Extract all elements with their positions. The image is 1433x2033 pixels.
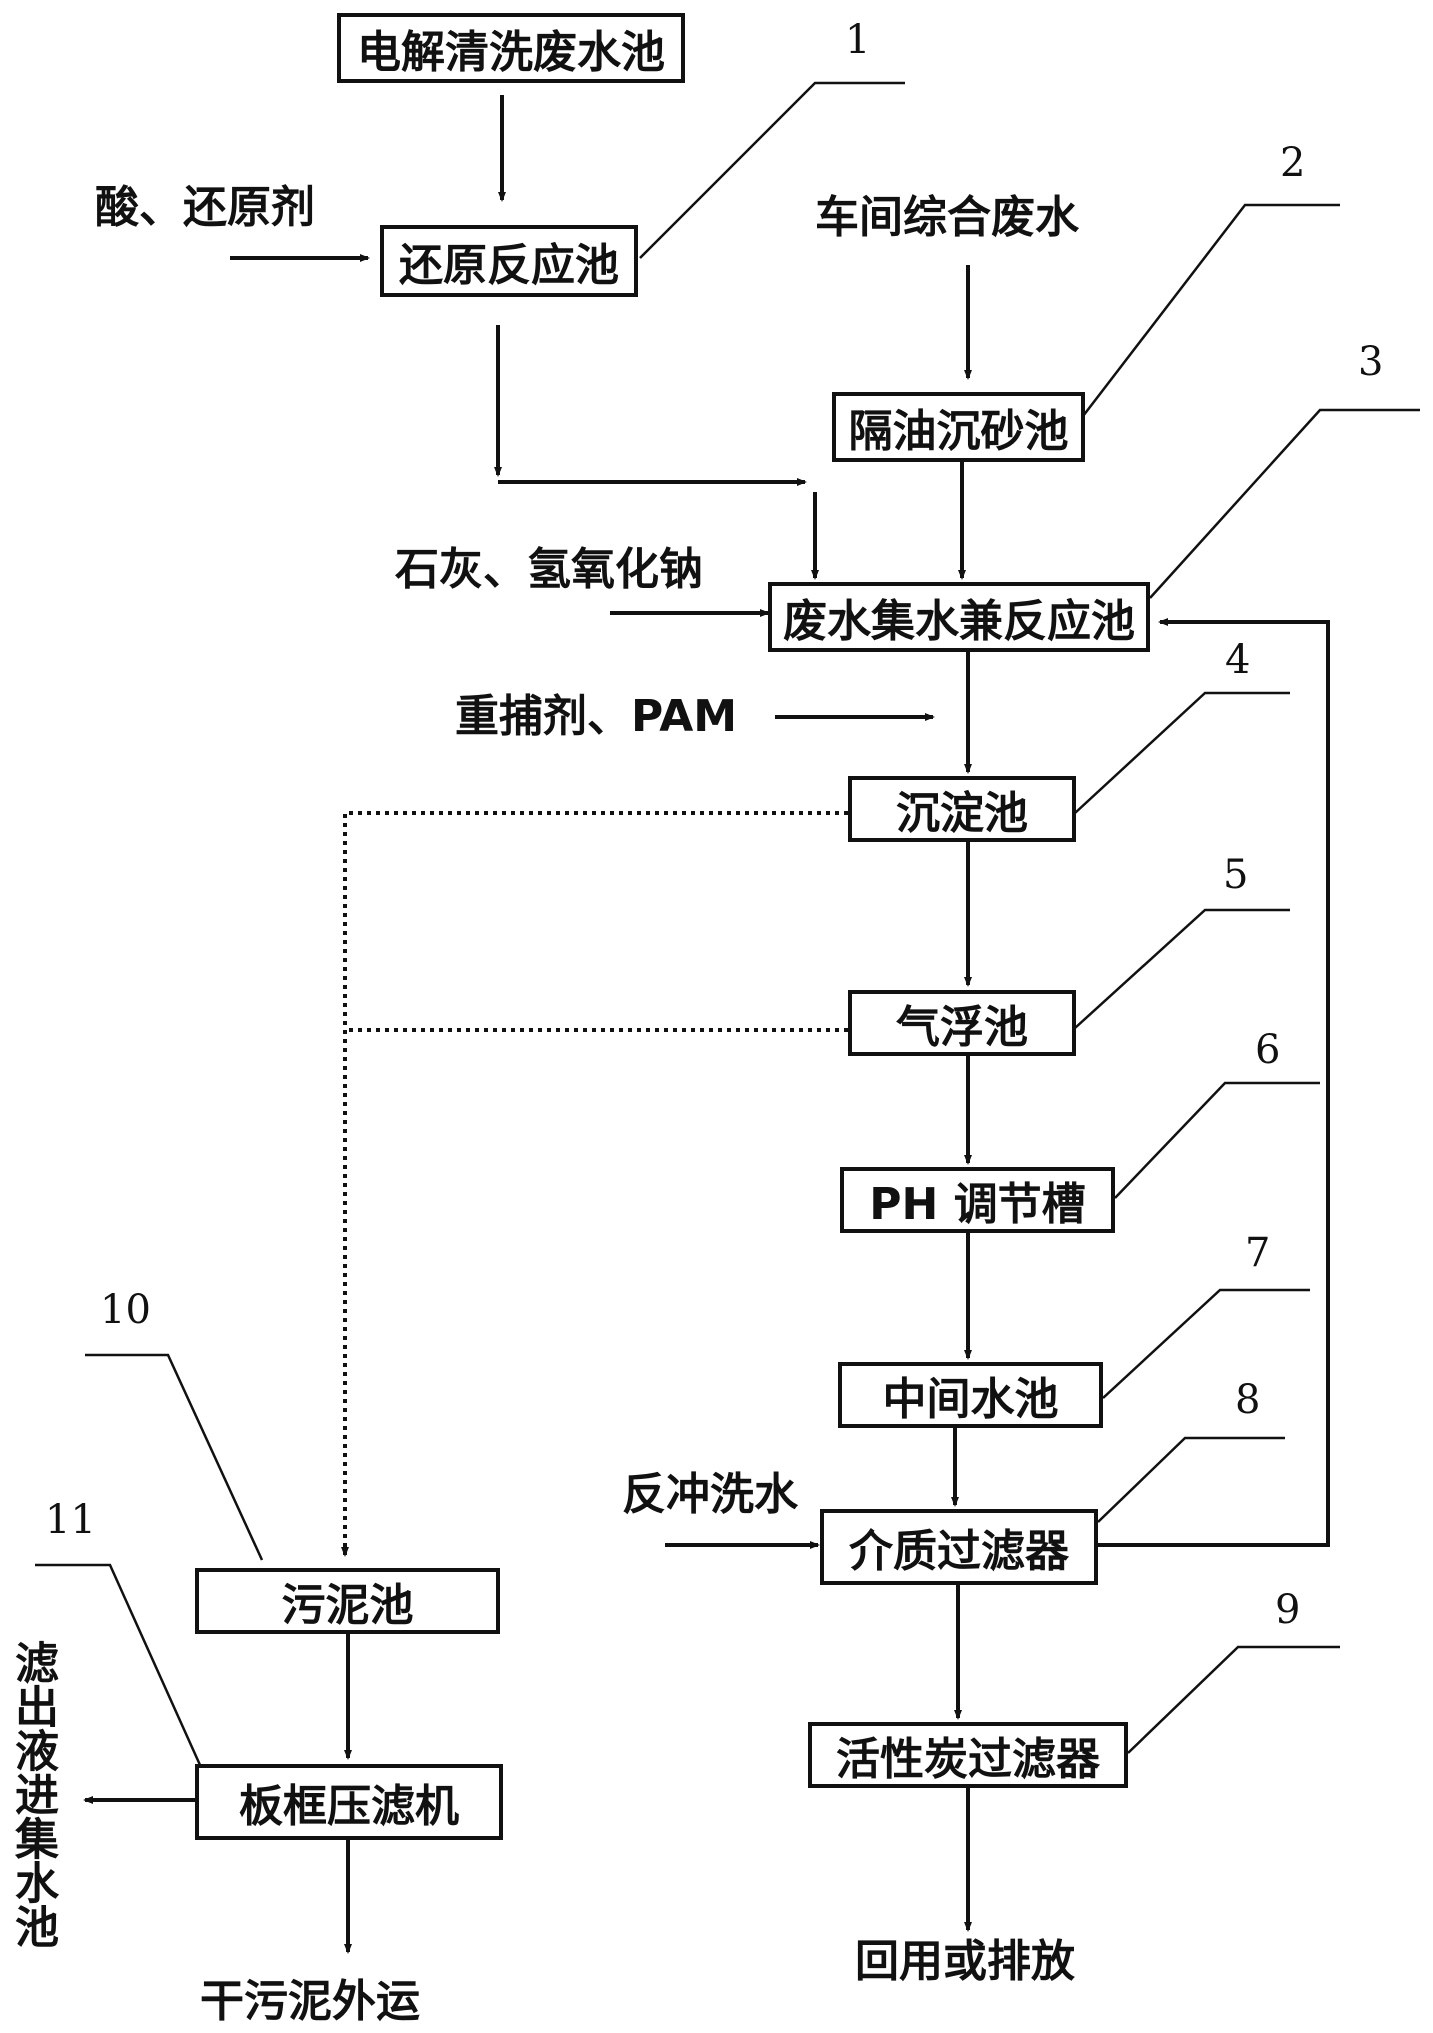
acid-reducer-label: 酸、还原剂 [95,182,315,233]
sludge-line-b5 [341,811,848,1557]
air-flotation-tank: 气浮池 [848,990,1076,1056]
callout-number-7: 7 [1245,1230,1271,1276]
sedimentation-tank: 沉淀池 [848,776,1076,842]
callout-number-8: 8 [1235,1377,1261,1423]
leader-line-10 [85,1353,264,1561]
dry-sludge-label: 干污泥外运 [200,1976,420,2027]
backwash-water-label: 反冲洗水 [622,1469,798,1520]
callout-number-9: 9 [1275,1587,1301,1633]
plate-frame-filter-press: 板框压滤机 [195,1764,503,1840]
reuse-discharge-label: 回用或排放 [855,1936,1075,1987]
leader-line-5 [1074,908,1290,1029]
ph-adjustment-tank: PH 调节槽 [840,1167,1115,1233]
leader-line-6 [1114,1081,1320,1199]
callout-number-11: 11 [45,1497,96,1543]
callout-number-6: 6 [1255,1027,1281,1073]
media-filter: 介质过滤器 [820,1509,1098,1585]
callout-number-4: 4 [1225,637,1251,683]
leader-line-7 [1102,1288,1310,1399]
leader-line-1 [639,81,905,259]
return-line-b9-b4 [1098,618,1330,1547]
filtrate-return-label: 滤出液进集水池 [7,1640,58,1948]
electrolytic-wastewater-tank: 电解清洗废水池 [337,13,685,83]
intermediate-water-tank: 中间水池 [838,1362,1103,1428]
leader-line-11 [35,1563,202,1766]
leader-line-4 [1074,691,1290,814]
leader-line-9 [1127,1645,1340,1754]
leader-line-3 [1149,408,1420,599]
leader-line-8 [1097,1436,1285,1523]
heavy-metal-pam-label: 重捕剂、PAM [455,691,738,742]
callout-number-5: 5 [1223,852,1249,898]
lime-naoh-label: 石灰、氢氧化钠 [395,544,703,595]
sludge-tank: 污泥池 [195,1568,500,1634]
callout-number-1: 1 [845,17,871,63]
callout-number-2: 2 [1280,140,1306,186]
callout-number-10: 10 [100,1287,151,1333]
oil-grit-separation-tank: 隔油沉砂池 [832,392,1085,462]
activated-carbon-filter: 活性炭过滤器 [808,1722,1128,1788]
workshop-wastewater-label: 车间综合废水 [815,192,1079,243]
leader-line-2 [1079,203,1340,421]
collection-reaction-tank: 废水集水兼反应池 [768,582,1150,652]
callout-number-3: 3 [1358,339,1384,385]
reduction-reaction-tank: 还原反应池 [380,225,638,297]
